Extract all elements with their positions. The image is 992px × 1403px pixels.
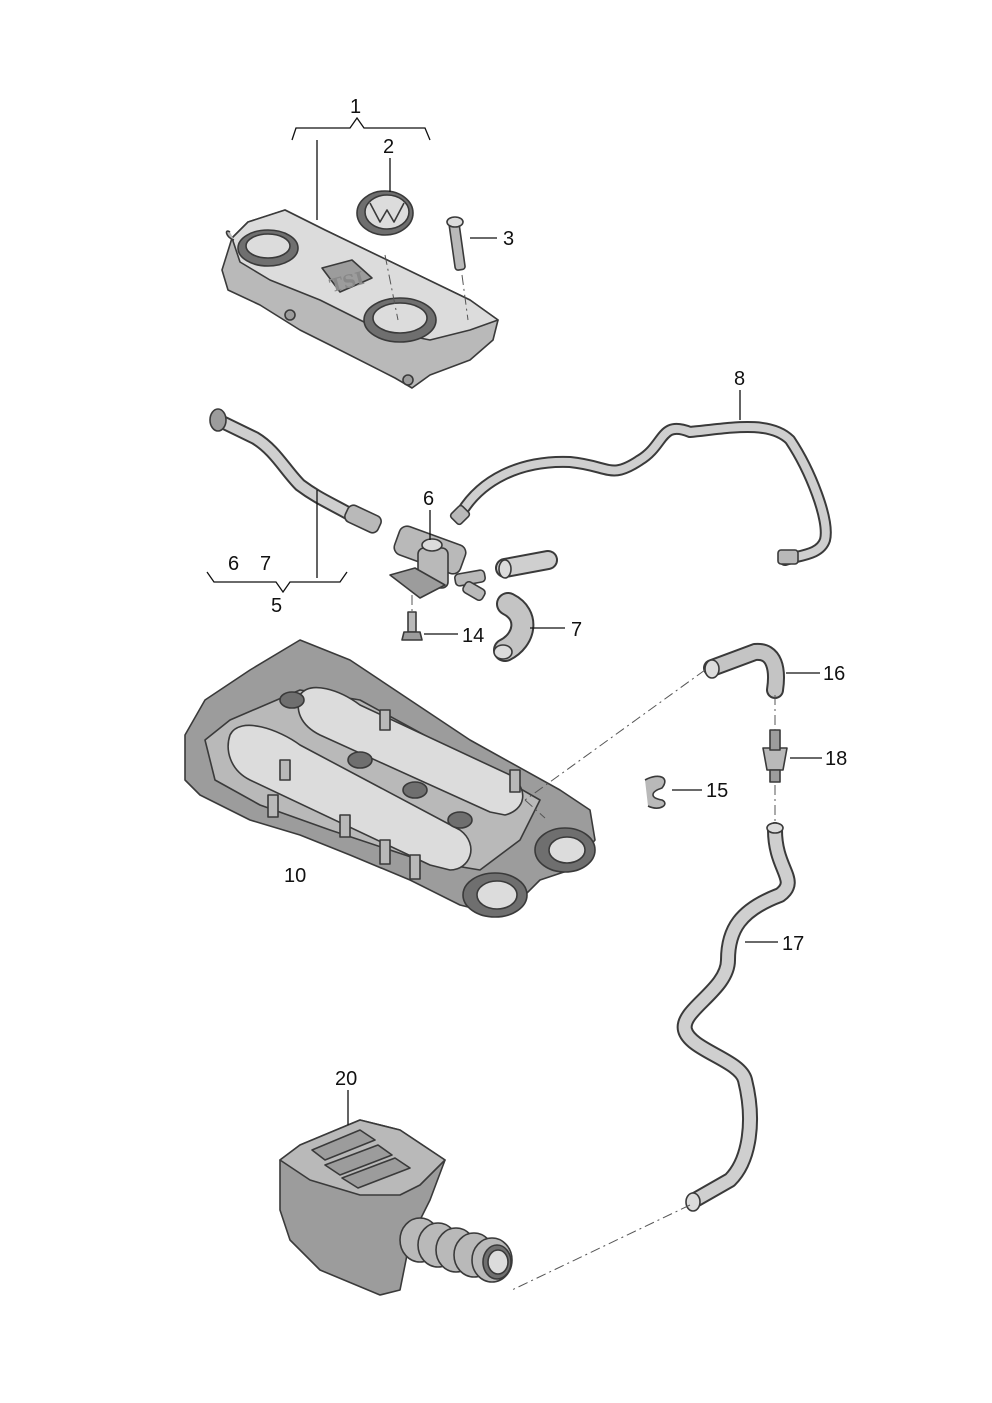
elbow-hose-16[interactable] bbox=[703, 643, 785, 699]
clip-15[interactable] bbox=[644, 775, 666, 809]
elbow-hose-7[interactable] bbox=[493, 592, 535, 662]
callout-labels: 1 2 3 6 7 5 6 7 8 10 14 15 16 18 17 20 bbox=[228, 96, 847, 1090]
vent-line-8[interactable] bbox=[449, 421, 832, 566]
callout-17: 17 bbox=[782, 933, 804, 955]
emblem[interactable] bbox=[356, 190, 414, 236]
callout-6: 6 bbox=[423, 488, 434, 510]
callout-3: 3 bbox=[503, 228, 514, 250]
callout-15: 15 bbox=[706, 780, 728, 802]
bolt-14[interactable] bbox=[401, 611, 423, 641]
cylinder-head-cover[interactable] bbox=[184, 639, 596, 918]
callout-18: 18 bbox=[825, 748, 847, 770]
air-filter-housing[interactable] bbox=[279, 1119, 513, 1296]
hose-17[interactable] bbox=[676, 822, 796, 1212]
hose-piece[interactable] bbox=[495, 550, 558, 579]
callout-2: 2 bbox=[383, 136, 394, 158]
leader-lines bbox=[206, 116, 822, 1125]
callout-16: 16 bbox=[823, 663, 845, 685]
callout-1: 1 bbox=[350, 96, 361, 118]
callout-20: 20 bbox=[335, 1068, 357, 1090]
connection-lines bbox=[384, 254, 776, 1291]
callout-6-left: 6 bbox=[228, 553, 239, 575]
engine-cover[interactable]: TSI bbox=[221, 209, 499, 389]
callout-7-left: 7 bbox=[260, 553, 271, 575]
bolt-3[interactable] bbox=[446, 216, 466, 271]
breather-hose-5[interactable] bbox=[209, 408, 383, 535]
callout-8: 8 bbox=[734, 368, 745, 390]
callout-10: 10 bbox=[284, 865, 306, 887]
connector-6[interactable] bbox=[389, 524, 487, 602]
valve-18[interactable] bbox=[762, 729, 788, 783]
callout-7: 7 bbox=[571, 619, 582, 641]
callout-5: 5 bbox=[271, 595, 282, 617]
callout-14: 14 bbox=[462, 625, 484, 647]
